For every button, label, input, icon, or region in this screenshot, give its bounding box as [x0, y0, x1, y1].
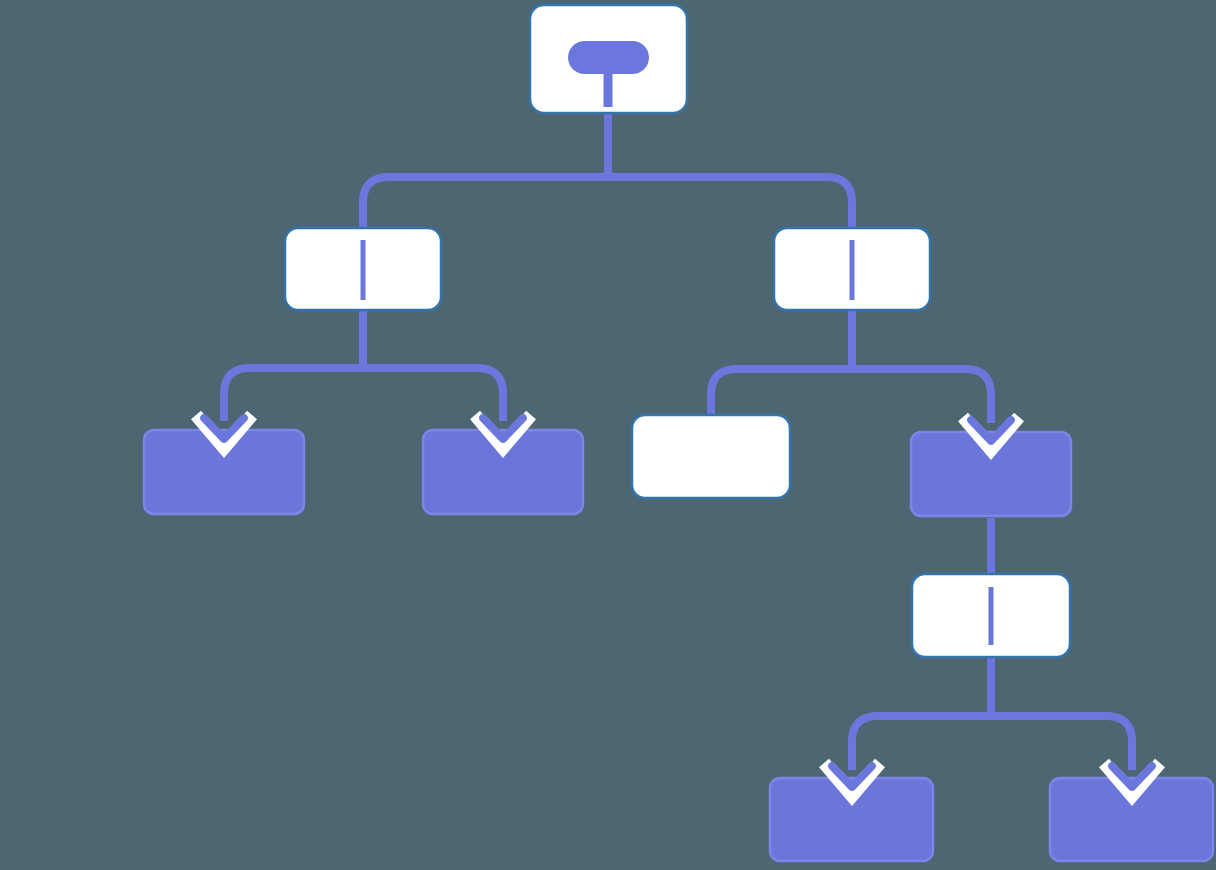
node-leaf-left-1[interactable]	[142, 428, 306, 516]
node-branch-right[interactable]	[772, 226, 932, 312]
node-child-right-purple-box[interactable]	[909, 430, 1073, 518]
edge-branch-right-to-children	[707, 365, 995, 423]
vertical-bar-icon	[988, 587, 994, 645]
chevron-outline-icon	[191, 410, 257, 459]
node-leaf-left-2-box[interactable]	[421, 428, 585, 516]
pill-icon	[568, 41, 649, 74]
chevron-outline-icon	[958, 412, 1024, 461]
arrow-into-leaf-left-1	[191, 410, 257, 459]
node-leaf-bottom-1-box[interactable]	[768, 776, 935, 863]
node-child-right-purple[interactable]	[909, 430, 1073, 518]
node-leaf-bottom-1[interactable]	[768, 776, 935, 863]
node-leaf-bottom-2-box[interactable]	[1048, 776, 1215, 863]
node-root[interactable]	[528, 3, 689, 115]
chevron-outline-icon	[1099, 758, 1165, 807]
edge-root-to-branches	[359, 173, 856, 228]
node-child-right-plain[interactable]	[630, 413, 792, 500]
pill-stem	[603, 72, 613, 107]
arrow-into-leaf-left-2	[470, 410, 536, 459]
arrow-into-child-right-purple	[958, 412, 1024, 461]
arrow-into-leaf-bottom-1	[819, 758, 885, 807]
node-branch-bottom[interactable]	[910, 572, 1072, 659]
chevron-down-icon	[1108, 762, 1156, 791]
node-leaf-bottom-2[interactable]	[1048, 776, 1215, 863]
arrow-layer	[191, 410, 1165, 807]
chevron-down-icon	[200, 414, 248, 443]
arrow-into-leaf-bottom-2	[1099, 758, 1165, 807]
chevron-down-icon	[828, 762, 876, 791]
chevron-down-icon	[479, 414, 527, 443]
vertical-bar-icon	[849, 240, 855, 300]
chevron-outline-icon	[819, 758, 885, 807]
node-leaf-left-1-box[interactable]	[142, 428, 306, 516]
connector-layer	[220, 113, 1136, 770]
node-branch-left[interactable]	[283, 226, 443, 312]
edge-branch-left-to-leaves	[220, 364, 507, 421]
chevron-outline-icon	[470, 410, 536, 459]
edge-branch-bottom-to-leaves	[848, 712, 1136, 770]
chevron-down-icon	[967, 416, 1015, 445]
node-leaf-left-2[interactable]	[421, 428, 585, 516]
node-child-right-plain-box[interactable]	[630, 413, 792, 500]
vertical-bar-icon	[360, 240, 366, 300]
